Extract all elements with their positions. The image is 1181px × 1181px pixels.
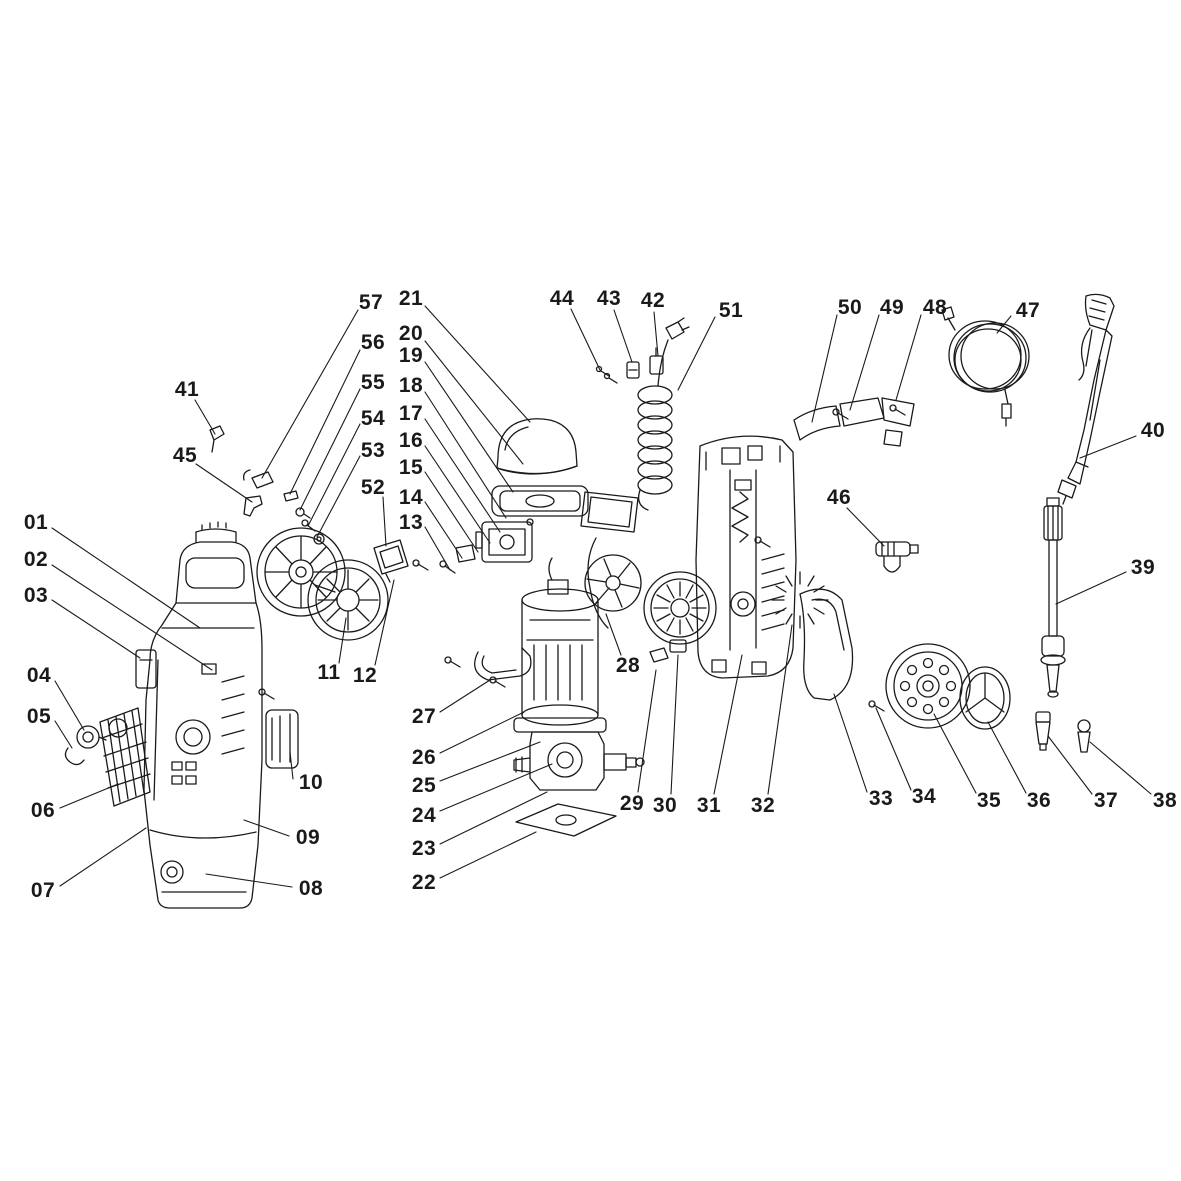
- leader-line-24: [439, 763, 553, 812]
- leader-line-42: [653, 311, 659, 357]
- spray-gun-drawing: [1057, 293, 1115, 505]
- leader-line-14: [424, 501, 463, 559]
- leader-line-13: [424, 526, 451, 571]
- small-left-parts-drawing: [64, 649, 157, 766]
- leader-line-17: [424, 418, 501, 533]
- rear-housing-drawing: [649, 435, 829, 679]
- vent-panel-drawing: [99, 707, 151, 807]
- leader-line-30: [670, 654, 679, 795]
- filter-drawing: [875, 541, 919, 573]
- hose-coil-drawing: [941, 306, 1030, 427]
- leader-line-28: [605, 613, 622, 656]
- leader-line-36: [987, 721, 1027, 794]
- leader-line-03: [51, 599, 141, 659]
- leader-line-18: [424, 391, 507, 519]
- leader-line-23: [439, 791, 548, 845]
- leader-line-09: [243, 819, 290, 837]
- leader-line-29: [637, 669, 657, 793]
- leader-line-16: [424, 445, 491, 544]
- leader-line-51: [677, 316, 716, 391]
- main-body-drawing: [143, 521, 263, 909]
- leader-line-55: [299, 388, 361, 511]
- rear-handle-drawing: [799, 588, 854, 701]
- leader-line-08: [205, 873, 293, 888]
- leader-line-45: [195, 463, 253, 503]
- leader-line-52: [382, 496, 387, 547]
- nozzles-drawing: [1035, 711, 1091, 753]
- leader-line-33: [833, 693, 868, 793]
- clip-parts-drawing: [209, 425, 263, 517]
- leader-line-54: [307, 423, 361, 527]
- leader-line-49: [849, 314, 880, 411]
- leader-line-44: [570, 308, 601, 371]
- leader-line-25: [439, 741, 541, 782]
- wheel-drawing: [885, 643, 1011, 730]
- leader-line-02: [51, 564, 213, 671]
- leader-line-38: [1089, 741, 1152, 795]
- leader-line-47: [996, 315, 1012, 334]
- leader-line-43: [613, 309, 633, 363]
- lance-drawing: [1040, 497, 1066, 698]
- fan-disc-drawing: [584, 537, 717, 645]
- leader-line-04: [54, 680, 85, 731]
- handle-covers-drawing: [793, 397, 915, 447]
- leader-line-57: [261, 309, 359, 479]
- leader-line-32: [767, 624, 793, 795]
- leader-line-34: [875, 707, 912, 791]
- power-cord-drawing: [595, 317, 690, 511]
- leader-line-22: [439, 831, 537, 879]
- leader-line-39: [1055, 571, 1127, 605]
- leader-line-20: [424, 340, 524, 465]
- side-cover-drawing: [265, 709, 299, 769]
- leader-line-48: [895, 314, 922, 401]
- leader-line-01: [51, 527, 201, 629]
- motor-pump-drawing: [474, 557, 645, 837]
- leader-line-37: [1047, 735, 1093, 795]
- leader-line-06: [59, 783, 119, 809]
- leader-line-12: [374, 579, 395, 666]
- leader-line-53: [316, 455, 361, 538]
- leader-line-26: [439, 711, 525, 754]
- leader-line-41: [194, 399, 216, 435]
- leader-line-19: [424, 361, 514, 493]
- leader-line-50: [811, 314, 838, 423]
- top-cover-drawing: [491, 418, 639, 533]
- leader-line-56: [289, 349, 361, 495]
- leader-line-07: [59, 827, 147, 887]
- leader-line-46: [846, 507, 885, 547]
- leader-line-11: [338, 617, 347, 664]
- leader-line-05: [54, 720, 73, 749]
- leader-line-15: [424, 471, 479, 553]
- leader-line-27: [439, 679, 491, 713]
- leader-lines: [51, 305, 1152, 888]
- bracket-52-drawing: [373, 539, 409, 583]
- hose-reel-drawing: [242, 469, 389, 641]
- leader-line-21: [424, 305, 531, 423]
- leader-line-31: [713, 654, 743, 795]
- leader-line-40: [1079, 435, 1137, 459]
- leader-line-35: [933, 713, 977, 794]
- leader-line-10: [289, 751, 294, 780]
